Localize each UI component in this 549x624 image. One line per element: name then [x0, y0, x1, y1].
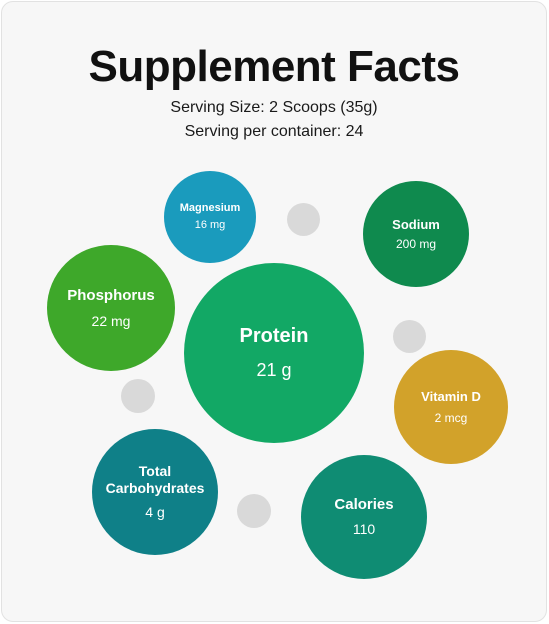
- nutrient-name: Sodium: [392, 216, 440, 232]
- servings-per-container: Serving per container: 24: [184, 123, 364, 140]
- nutrient-bubble-vitamin-d: Vitamin D 2 mcg: [394, 350, 508, 464]
- page-title: Supplement Facts: [88, 42, 460, 91]
- decorative-dot: [287, 203, 320, 236]
- nutrient-value: 200 mg: [395, 237, 437, 252]
- nutrient-name: Calories: [334, 496, 394, 514]
- nutrient-value: 2 mcg: [434, 410, 468, 425]
- nutrient-bubble-protein: Protein 21 g: [184, 263, 364, 443]
- decorative-dot: [237, 494, 271, 528]
- decorative-dot: [393, 320, 426, 353]
- nutrient-bubble-sodium: Sodium 200 mg: [363, 181, 469, 287]
- nutrient-name: Total Carbohydrates: [105, 462, 205, 496]
- serving-size: Serving Size: 2 Scoops (35g): [170, 99, 378, 116]
- nutrient-bubble-magnesium: Magnesium 16 mg: [164, 171, 256, 263]
- nutrient-value: 22 mg: [91, 312, 131, 329]
- nutrient-name: Phosphorus: [67, 286, 155, 304]
- nutrient-value: 110: [352, 521, 376, 538]
- nutrient-bubble-total-carbohydrates: Total Carbohydrates 4 g: [92, 429, 218, 555]
- nutrient-bubble-phosphorus: Phosphorus 22 mg: [47, 245, 175, 371]
- decorative-dot: [121, 379, 155, 413]
- nutrient-bubble-calories: Calories 110: [301, 455, 427, 579]
- nutrient-name: Protein: [239, 325, 309, 348]
- nutrient-value: 16 mg: [194, 219, 226, 231]
- nutrient-name: Vitamin D: [421, 389, 481, 404]
- nutrient-name: Magnesium: [179, 201, 241, 214]
- nutrient-value: 4 g: [145, 504, 165, 521]
- nutrient-value: 21 g: [256, 360, 292, 381]
